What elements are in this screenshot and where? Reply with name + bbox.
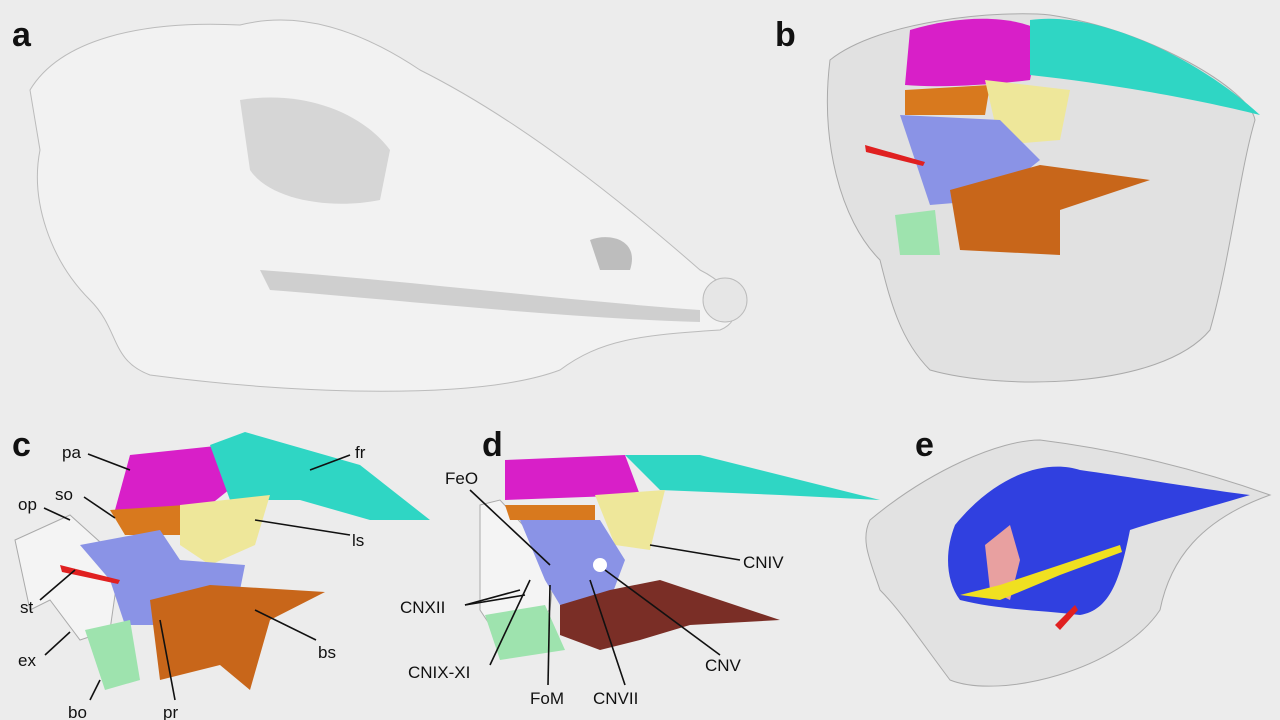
braincase-c (14, 432, 430, 690)
label-ls: ls (352, 531, 364, 550)
panel-label-e: e (915, 426, 934, 464)
panel-label-d: d (482, 426, 503, 464)
label-CNV: CNV (705, 656, 742, 675)
skull-render-b (827, 13, 1260, 383)
label-CNIV: CNIV (743, 553, 784, 572)
skull-render-a (29, 19, 748, 392)
panel-label-a: a (12, 16, 32, 54)
panel-label-c: c (12, 426, 31, 464)
label-st: st (20, 598, 34, 617)
label-FeO: FeO (445, 469, 478, 488)
label-CNVII: CNVII (593, 689, 638, 708)
panel-label-b: b (775, 16, 796, 54)
label-bs: bs (318, 643, 336, 662)
label-bo: bo (68, 703, 87, 720)
label-fr: fr (355, 443, 366, 462)
label-so: so (55, 485, 73, 504)
leader-lines-c (39, 453, 351, 701)
label-CNXII: CNXII (400, 598, 445, 617)
label-ex: ex (18, 651, 36, 670)
endocast-e (865, 439, 1272, 687)
leader-lines-d (464, 489, 741, 686)
label-CNIX-XI: CNIX-XI (408, 663, 470, 682)
label-op: op (18, 495, 37, 514)
label-FoM: FoM (530, 689, 564, 708)
label-pa: pa (62, 443, 81, 462)
label-pr: pr (163, 703, 178, 720)
braincase-d (479, 455, 880, 660)
